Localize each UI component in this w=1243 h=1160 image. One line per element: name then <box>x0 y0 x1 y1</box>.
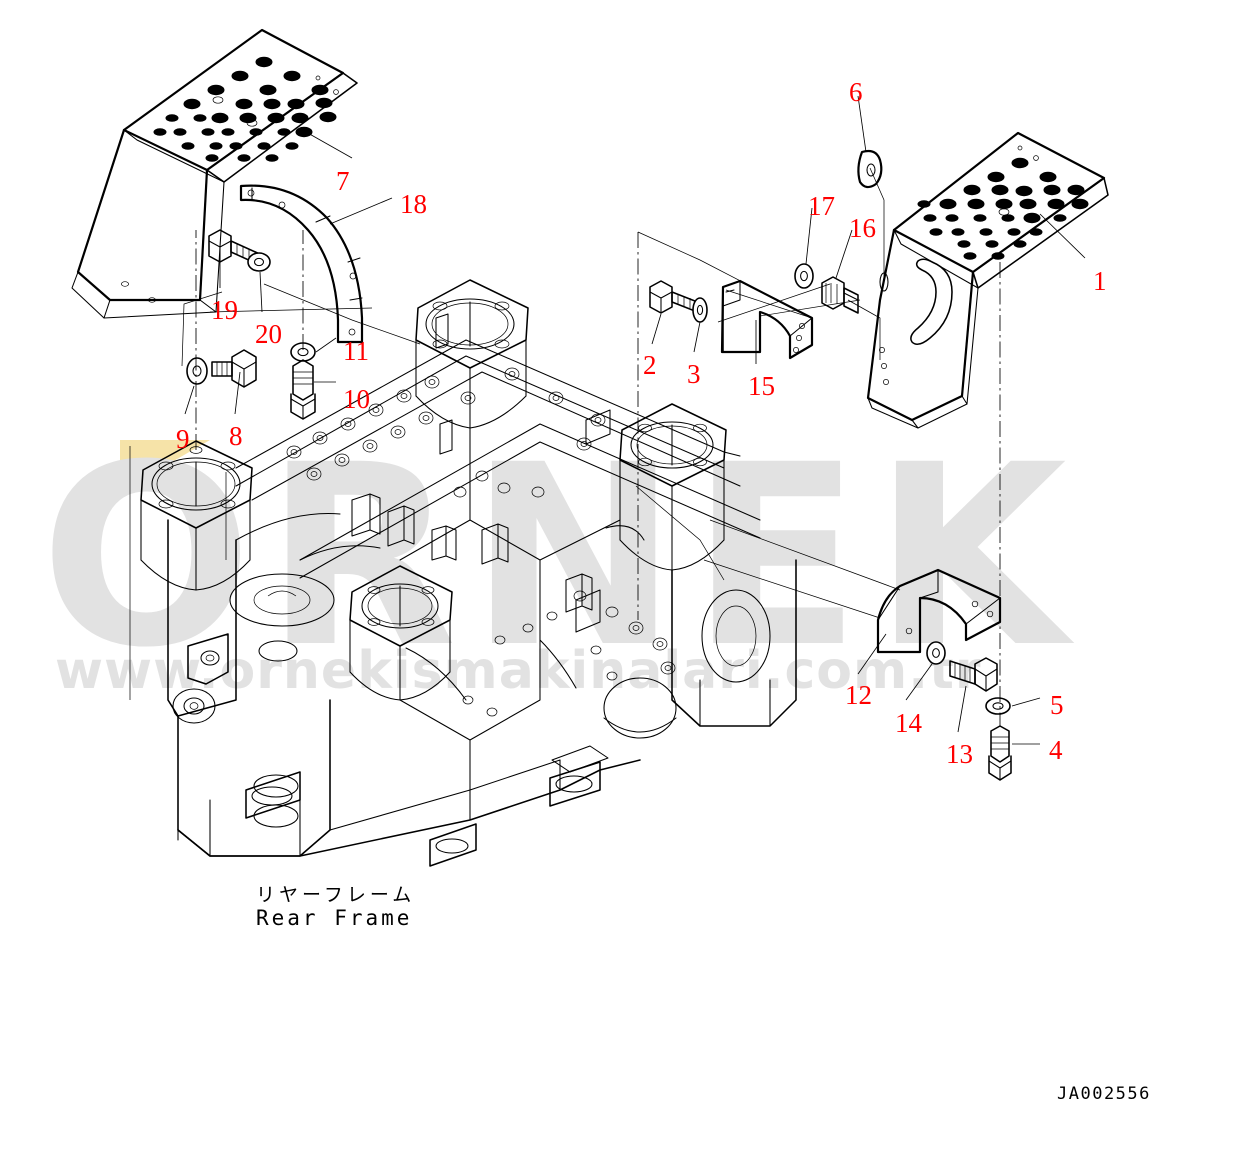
callout-18[interactable]: 18 <box>400 189 427 219</box>
callout-11[interactable]: 11 <box>343 336 369 366</box>
bolt-13-artwork <box>949 657 998 692</box>
callout-12[interactable]: 12 <box>845 680 872 710</box>
callout-20[interactable]: 20 <box>255 319 282 349</box>
diagram-title-english: Rear Frame <box>256 906 413 930</box>
washer-20-artwork <box>247 252 271 272</box>
callout-4[interactable]: 4 <box>1049 735 1063 765</box>
washer-5-artwork <box>985 697 1011 715</box>
callout-7[interactable]: 7 <box>336 166 350 196</box>
drawing-number: JA002556 <box>1057 1084 1151 1104</box>
callout-9[interactable]: 9 <box>176 424 190 454</box>
diagram-title-japanese: リヤーフレーム <box>256 884 416 906</box>
callout-1[interactable]: 1 <box>1093 266 1107 296</box>
callout-13[interactable]: 13 <box>946 739 973 769</box>
bracket-lower-right-artwork <box>876 568 1002 654</box>
callout-3[interactable]: 3 <box>687 359 701 389</box>
callout-6[interactable]: 6 <box>849 77 863 107</box>
washer-9-artwork <box>186 357 208 385</box>
fender-right-artwork <box>866 131 1109 429</box>
perforation-grid-left <box>153 56 339 162</box>
leader-lines <box>129 95 1086 745</box>
callout-19[interactable]: 19 <box>211 295 238 325</box>
bolt-4-artwork <box>988 725 1012 781</box>
bracket-center-artwork <box>720 279 814 360</box>
bolt-10-artwork <box>290 359 316 420</box>
callout-15[interactable]: 15 <box>748 371 775 401</box>
washer-3-artwork <box>692 297 708 323</box>
washer-17-artwork <box>794 263 814 289</box>
callout-17[interactable]: 17 <box>808 191 835 221</box>
callout-10[interactable]: 10 <box>343 384 370 414</box>
callout-8[interactable]: 8 <box>229 421 243 451</box>
plug-6-artwork <box>857 149 883 189</box>
mudguard-bracket-left-artwork <box>239 184 364 344</box>
callout-5[interactable]: 5 <box>1050 690 1064 720</box>
bolt-8-artwork <box>211 349 257 388</box>
callout-14[interactable]: 14 <box>895 708 922 738</box>
fender-left-artwork <box>71 28 358 319</box>
perforation-grid-right <box>917 145 1089 260</box>
callout-16[interactable]: 16 <box>849 213 876 243</box>
bolt-16-artwork <box>821 276 859 314</box>
rear-frame-chassis <box>140 279 797 867</box>
washer-14-artwork <box>926 641 946 665</box>
callout-2[interactable]: 2 <box>643 350 657 380</box>
